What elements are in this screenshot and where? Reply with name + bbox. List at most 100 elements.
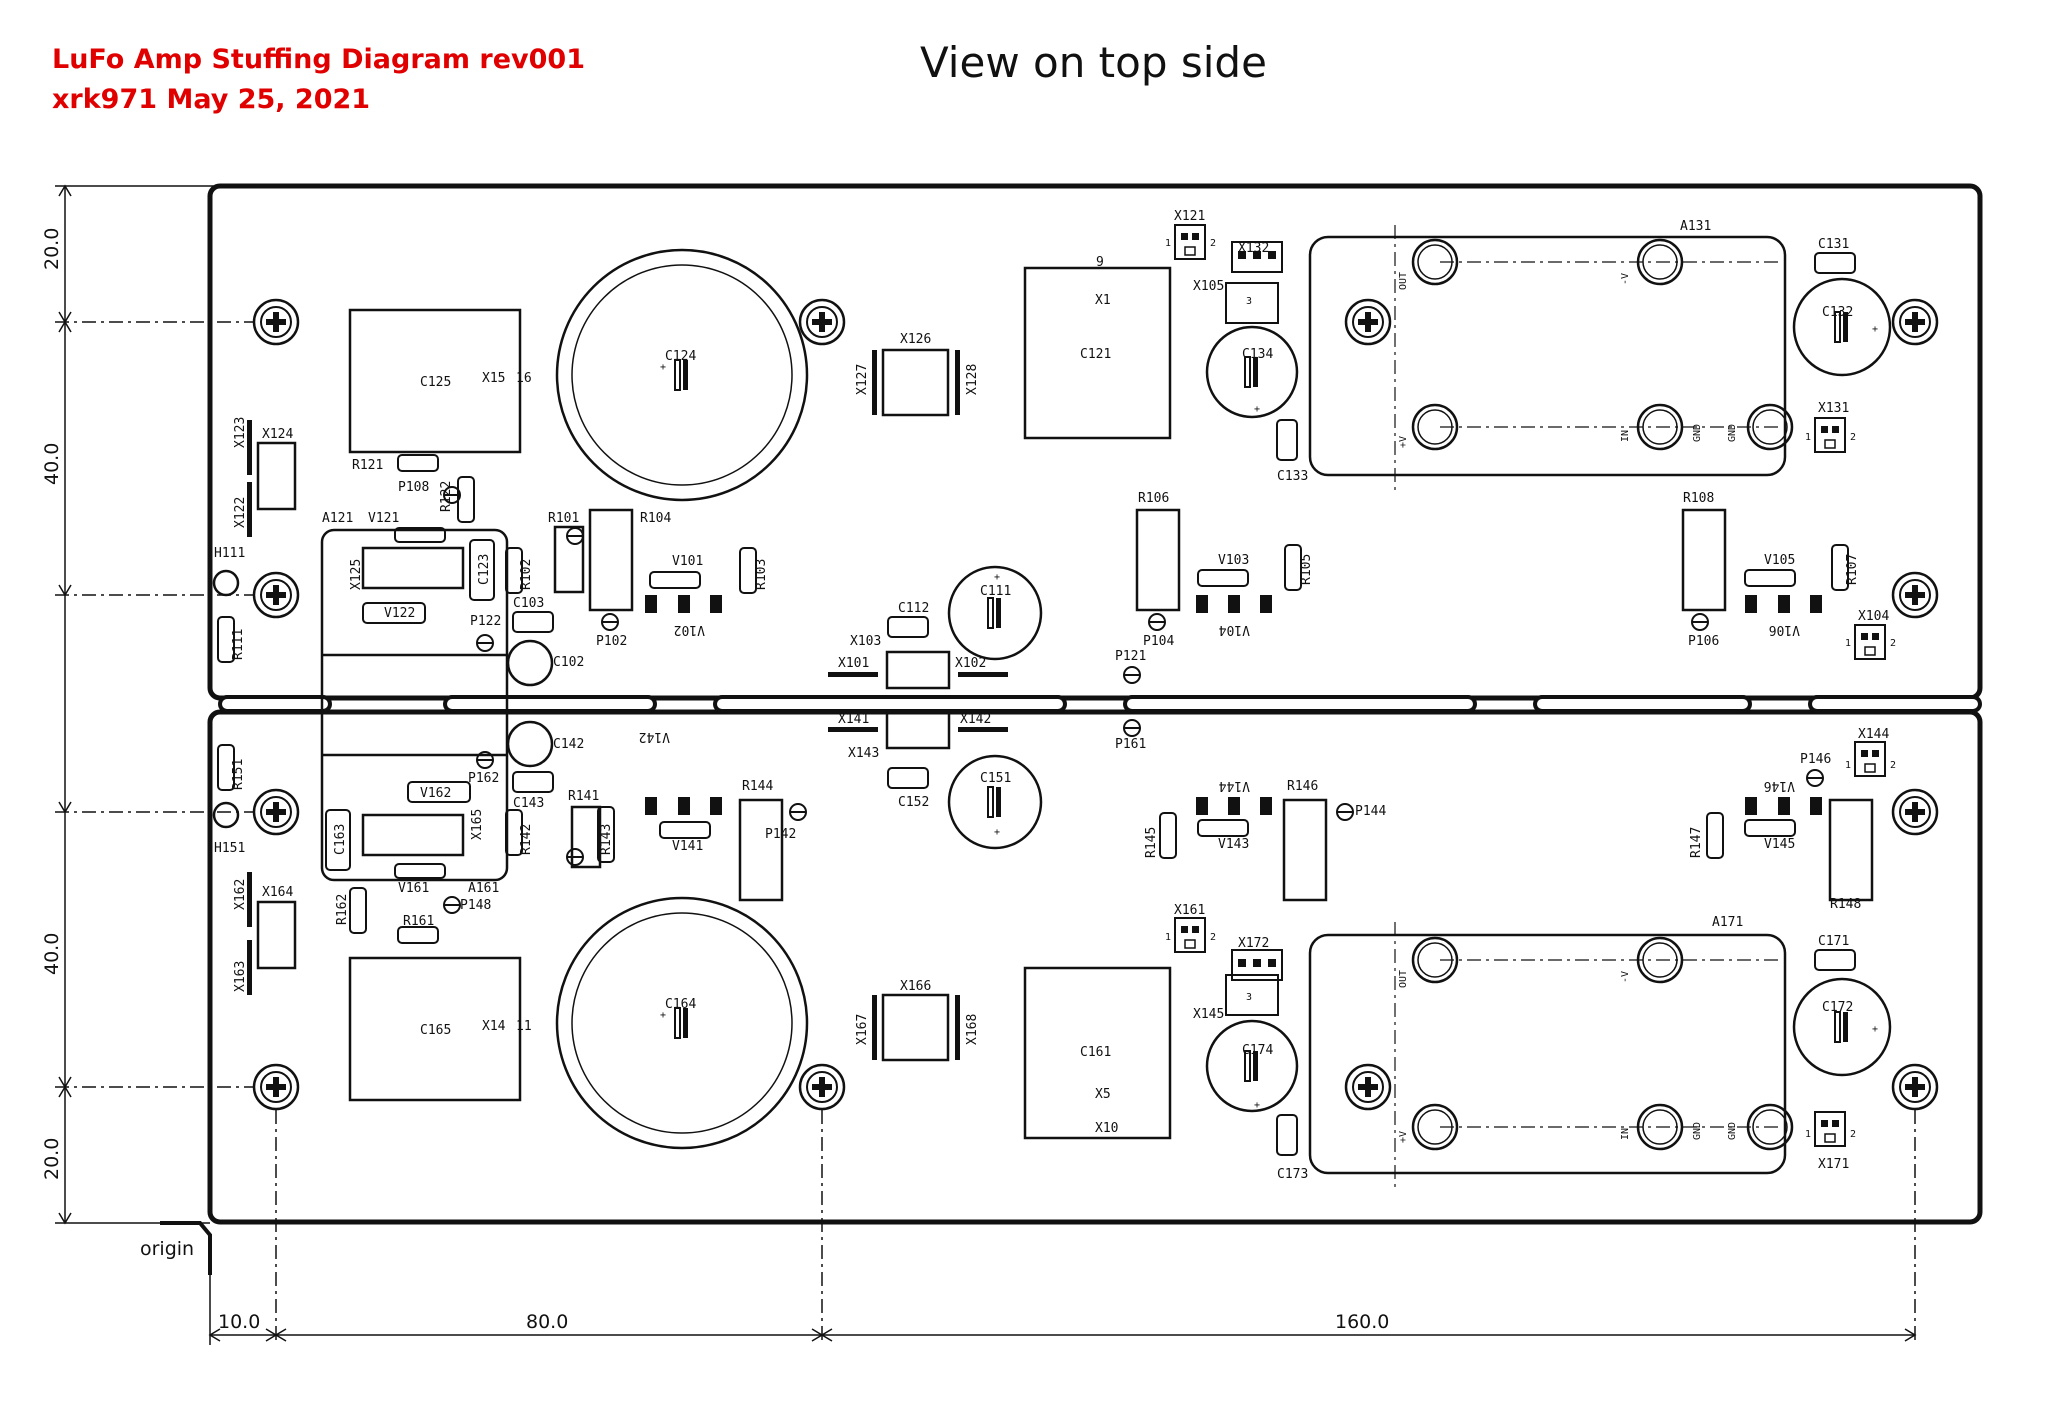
label-h151: H151: [214, 841, 245, 856]
view-title: View on top side: [920, 38, 1267, 87]
H151-body: [212, 801, 240, 829]
label-x142: X142: [960, 712, 991, 727]
test-point: [443, 896, 461, 914]
smd-pad: [710, 797, 722, 815]
label-plus_v: +V: [1398, 1131, 1409, 1143]
X164-body: [256, 900, 297, 970]
label-c164: C164: [665, 997, 696, 1012]
label-v103: V103: [1218, 553, 1249, 568]
mount-hole: [252, 571, 300, 619]
module-standoff: [1746, 403, 1794, 451]
label-p108: P108: [398, 480, 429, 495]
X166-body: [881, 993, 950, 1062]
label-c112: C112: [898, 601, 929, 616]
R151-body: [217, 744, 235, 791]
X102-strip: [958, 672, 1008, 677]
smd-pad: [1745, 797, 1757, 815]
A171-module: [1308, 933, 1787, 1175]
label-v101: V101: [672, 554, 703, 569]
label-v105: V105: [1764, 553, 1795, 568]
module-standoff: [1411, 403, 1459, 451]
label-x145: X145: [1193, 1007, 1224, 1022]
V162-body: [407, 781, 471, 803]
module-standoff: [1411, 936, 1459, 984]
R141-body: [570, 805, 602, 869]
label-x11: 11: [516, 1019, 532, 1034]
C152-body: [887, 767, 929, 789]
module-standoff: [1636, 936, 1684, 984]
label-x105: X105: [1193, 279, 1224, 294]
label-gnd: GND: [1692, 1122, 1703, 1140]
label-c161: C161: [1080, 1045, 1111, 1060]
X123-strip: [247, 420, 252, 475]
mount-hole: [1344, 298, 1392, 346]
V122-body: [362, 602, 426, 624]
label-x103: X103: [850, 634, 881, 649]
lower-board-outline: [207, 709, 1983, 1225]
label-r107: R107: [1845, 554, 1860, 585]
polarity-mark: [987, 597, 1001, 629]
label-x16: 16: [516, 371, 532, 386]
label-c121: C121: [1080, 347, 1111, 362]
R162-body: [349, 887, 367, 934]
label-v161: V161: [398, 881, 429, 896]
label-c171: C171: [1818, 934, 1849, 949]
label-c151: C151: [980, 771, 1011, 786]
A121-A161-bracket: [320, 528, 509, 882]
label-r122: R122: [439, 481, 454, 512]
X121-conn: [1174, 224, 1206, 260]
X163-strip: [247, 940, 252, 995]
label-x124: X124: [262, 427, 293, 442]
label-h111: H111: [214, 546, 245, 561]
test-point: [601, 613, 619, 631]
module-standoff: [1636, 1103, 1684, 1151]
label-c143: C143: [513, 796, 544, 811]
R161-body: [397, 926, 439, 944]
label-r161: R161: [403, 914, 434, 929]
label-p122: P122: [470, 614, 501, 629]
label-x168: X168: [965, 1014, 980, 1045]
V121-body: [394, 527, 446, 543]
X104-conn: [1854, 624, 1886, 660]
label-v122: V122: [384, 606, 415, 621]
label-x121: X121: [1174, 209, 1205, 224]
smd-pad: [1260, 797, 1272, 815]
label-x171: X171: [1818, 1157, 1849, 1172]
label-c124: C124: [665, 349, 696, 364]
C142-body: [506, 720, 554, 768]
smd-pad: [645, 797, 657, 815]
mount-hole: [798, 1063, 846, 1111]
C132-body: [1792, 277, 1892, 377]
smd-pad: [1810, 797, 1822, 815]
label-x102: X102: [955, 656, 986, 671]
smd-pad: [1778, 595, 1790, 613]
mount-hole: [252, 788, 300, 836]
polarity-mark: [674, 1007, 688, 1039]
label-x9: 9: [1096, 255, 1104, 270]
label-c111: C111: [980, 584, 1011, 599]
C133-body: [1276, 419, 1298, 461]
dimension-lines: [55, 184, 1917, 1345]
label-x122: X122: [233, 497, 248, 528]
label-two: 2: [1210, 238, 1216, 249]
smd-pad: [1260, 595, 1272, 613]
diagram-author-date: xrk971 May 25, 2021: [52, 84, 371, 115]
label-r151: R151: [231, 759, 246, 790]
C123-body: [469, 539, 495, 601]
X165-body: [361, 813, 465, 857]
label-plus: +: [660, 362, 666, 373]
label-p161: P161: [1115, 737, 1146, 752]
module-standoff: [1411, 1103, 1459, 1151]
label-p162: P162: [468, 771, 499, 786]
label-p104: P104: [1143, 634, 1174, 649]
R103-body: [739, 547, 757, 594]
upper-board-outline: [207, 183, 1983, 701]
smd-pad: [1778, 797, 1790, 815]
label-c163: C163: [333, 824, 348, 855]
label-x123: X123: [233, 417, 248, 448]
label-r105: R105: [1299, 554, 1314, 585]
dim-h-10: 10.0: [218, 1311, 260, 1333]
label-x15: X15: [482, 371, 505, 386]
label-v102: V102: [674, 622, 705, 637]
